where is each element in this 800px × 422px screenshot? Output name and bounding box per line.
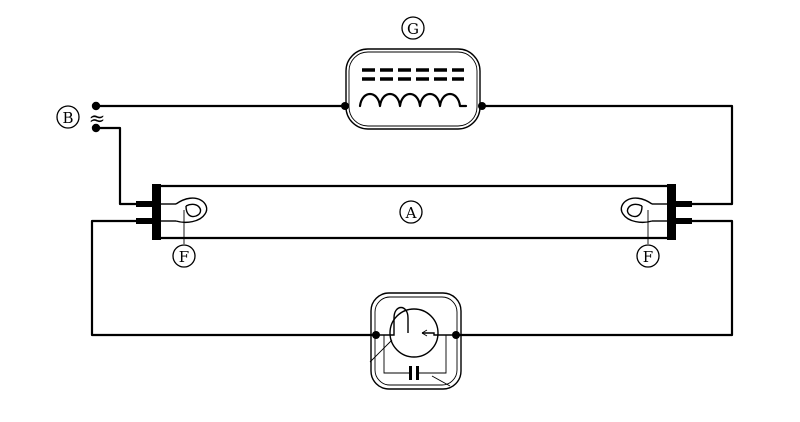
ac-symbol: ≈ <box>89 106 106 130</box>
power-supply: ≈ <box>89 101 106 133</box>
supply-terminal-top <box>91 101 101 111</box>
filament-right-label: F <box>636 244 660 268</box>
capacitor-lead-left <box>383 335 410 374</box>
filament-right <box>620 197 667 244</box>
starter-terminal-right <box>452 331 460 339</box>
filament-left <box>161 197 208 244</box>
svg-text:A: A <box>405 204 417 222</box>
tube-end-cap-right <box>667 184 676 240</box>
wire-tube-left-to-starter <box>90 219 378 337</box>
capacitor-lead-right <box>418 335 447 374</box>
ballast-label: G <box>401 16 425 40</box>
ballast <box>341 48 486 130</box>
filament-left-label: F <box>172 244 196 268</box>
starter-leader-left <box>369 339 393 363</box>
wire-tube-right-to-starter <box>454 219 734 337</box>
ballast-core <box>362 68 464 81</box>
wire-ballast-to-tube-right <box>480 104 734 206</box>
tube-pin-left-bottom <box>136 218 154 224</box>
tube-end-cap-left <box>152 184 161 240</box>
ballast-housing <box>345 48 481 130</box>
starter-bulb <box>389 308 439 358</box>
ballast-coil <box>358 92 468 108</box>
starter-bimetal-contact <box>376 306 409 336</box>
svg-text:F: F <box>643 248 653 266</box>
svg-text:B: B <box>62 109 73 127</box>
supply-label: B <box>56 105 80 129</box>
supply-terminal-bottom <box>91 123 101 133</box>
starter-leader-right <box>431 375 451 387</box>
starter-terminal-left <box>372 331 380 339</box>
fluorescent-tube <box>136 184 692 244</box>
ballast-housing-inner <box>348 51 478 127</box>
capacitor-plate-left <box>409 366 412 380</box>
capacitor-plate-right <box>416 366 419 380</box>
tube-pin-right-bottom <box>674 218 692 224</box>
starter-housing-inner <box>374 296 458 386</box>
starter-housing <box>370 292 462 390</box>
starter-fixed-contact <box>422 332 456 336</box>
wire-supply-to-tube-left <box>94 126 154 206</box>
tube-label: A <box>399 200 423 224</box>
starter <box>369 292 462 390</box>
svg-text:G: G <box>407 20 419 38</box>
tube-pin-left-top <box>136 201 154 207</box>
svg-text:F: F <box>179 248 189 266</box>
tube-pin-right-top <box>674 201 692 207</box>
